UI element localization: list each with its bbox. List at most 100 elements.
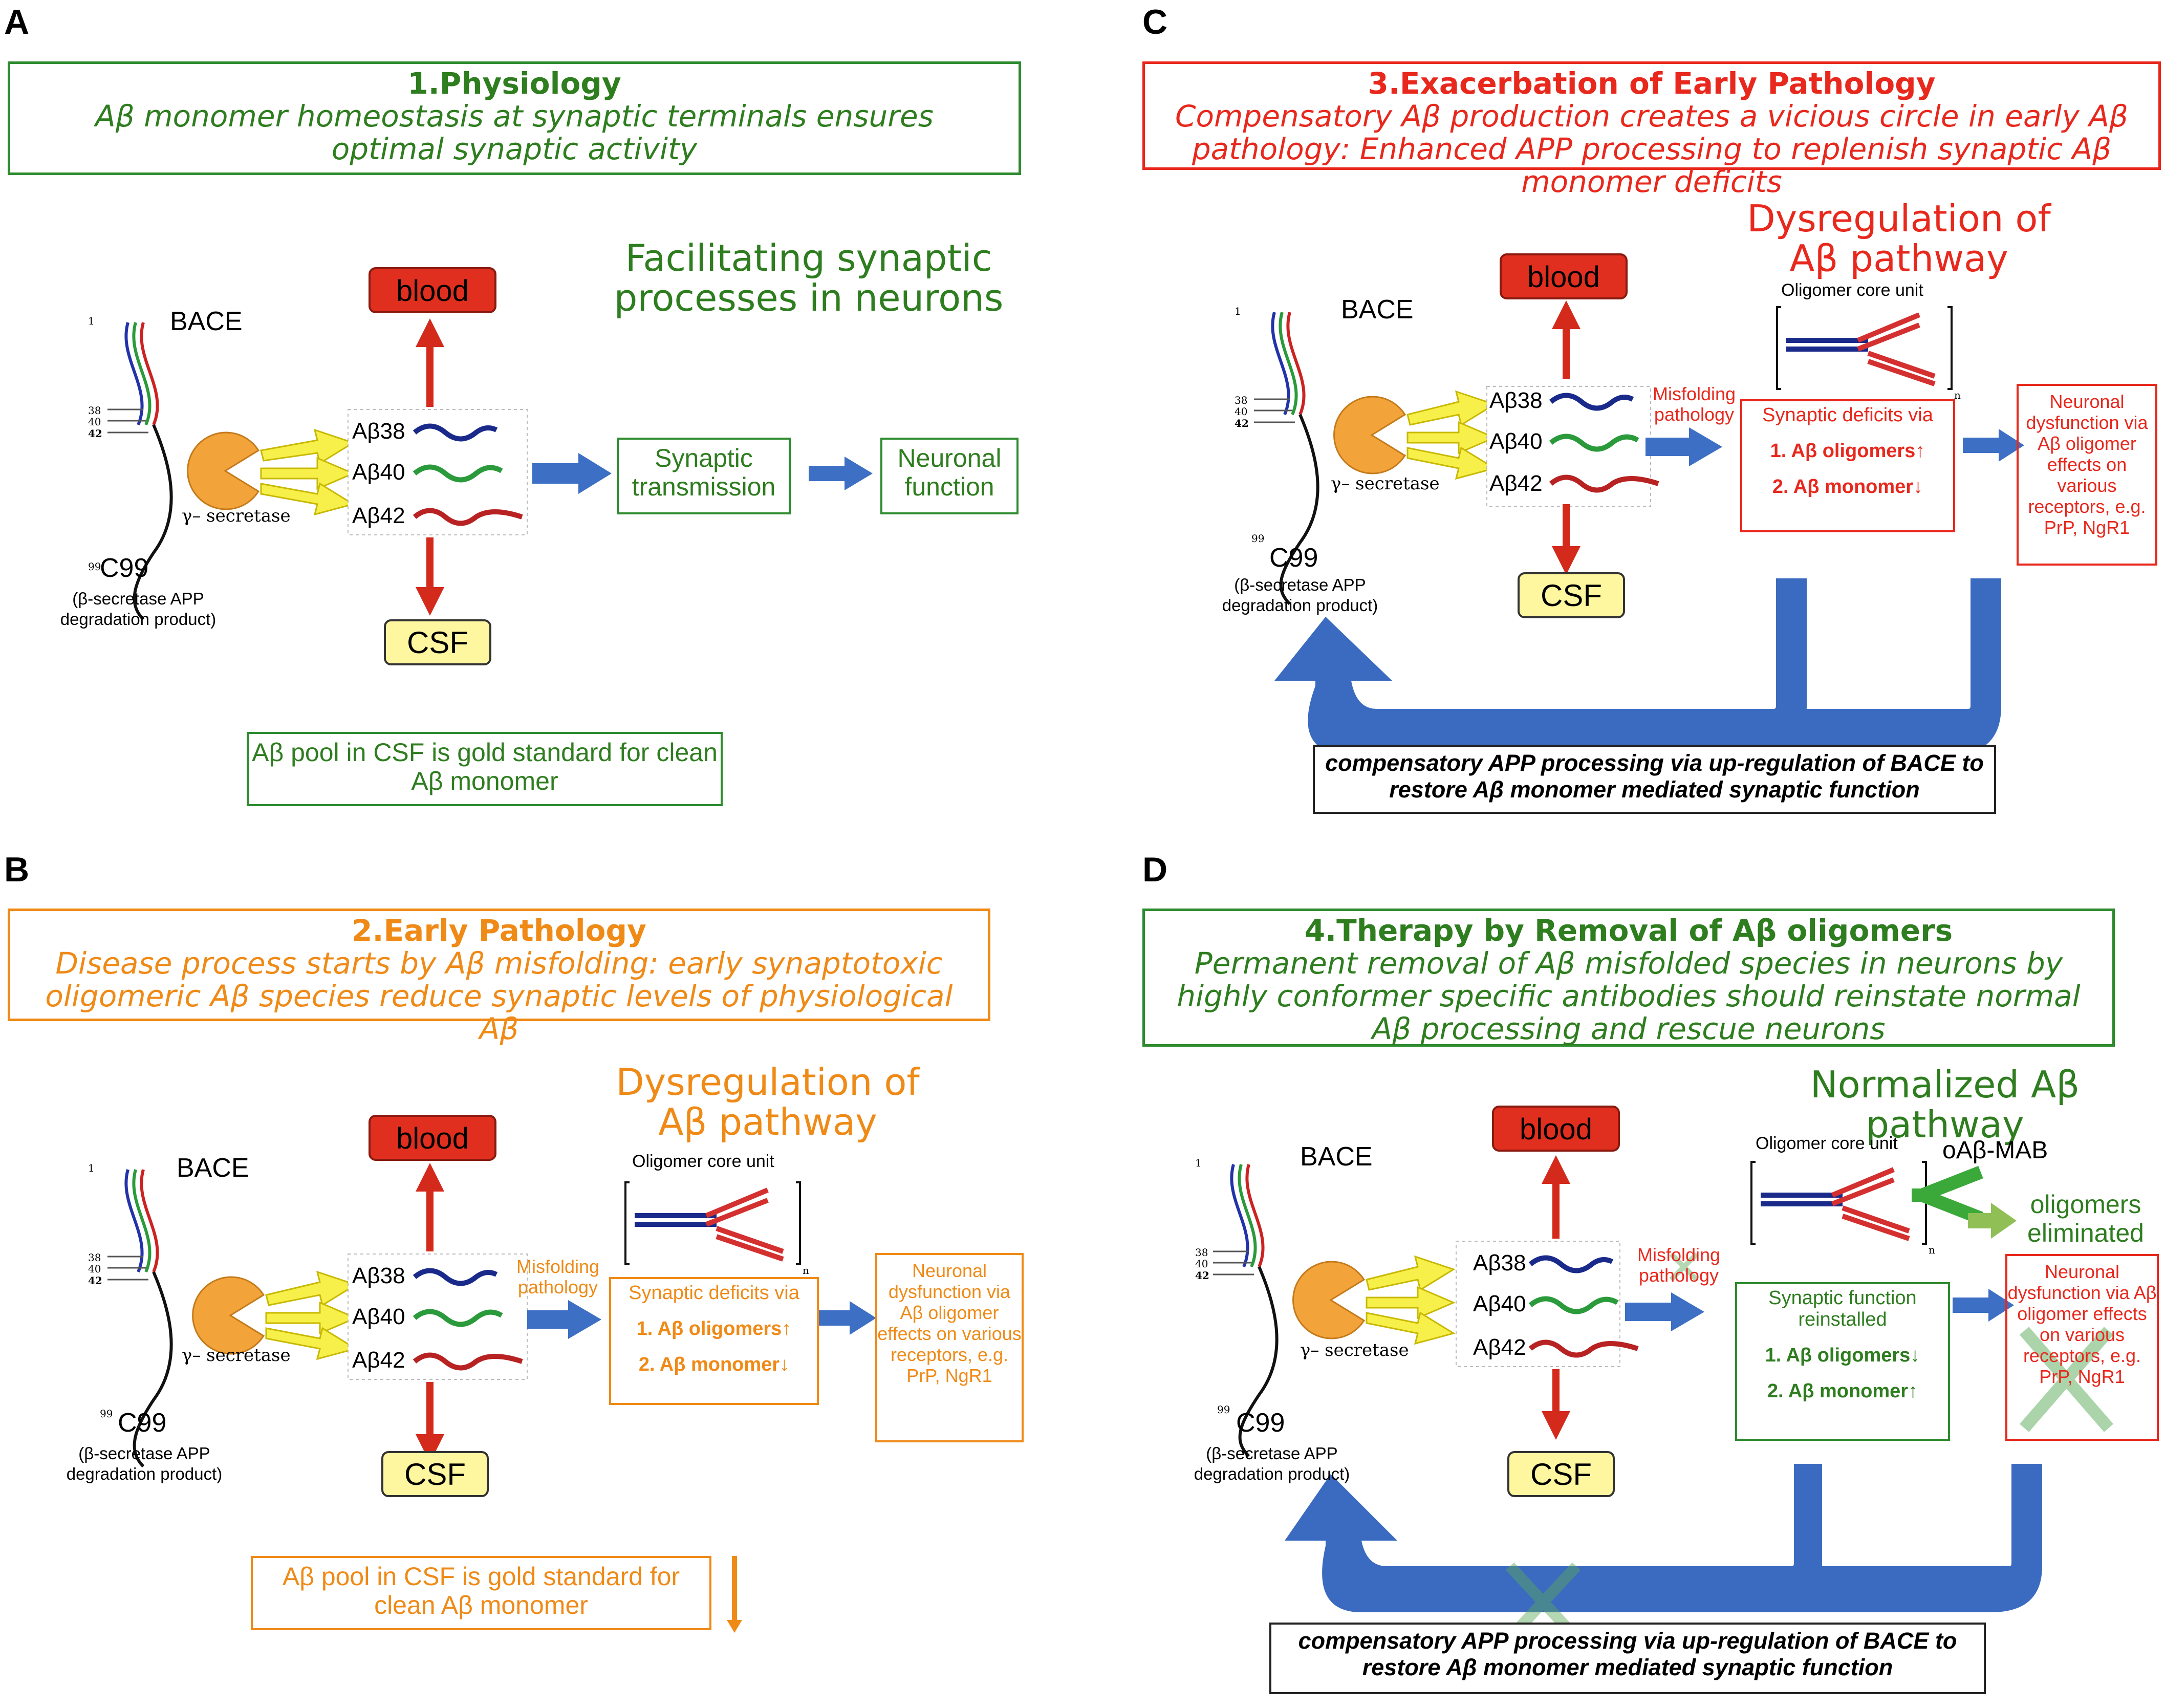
residue-label: 38	[88, 404, 101, 417]
csf-box: CSF	[384, 619, 491, 665]
compensatory-processing-box: compensatory APP processing via up-regul…	[1269, 1623, 1986, 1694]
residue-label: 42	[88, 1274, 102, 1287]
residue-label: 99	[100, 1408, 113, 1420]
panel-d-header: 4.Therapy by Removal of Aβ oligomers Per…	[1142, 909, 2115, 1047]
blue-arrow	[1646, 427, 1722, 466]
panel-d-subtitle: Permanent removal of Aβ misfolded specie…	[1177, 946, 2081, 1046]
panel-a-header: 1.Physiology Aβ monomer homeostasis at s…	[8, 61, 1021, 175]
panel-label-a: A	[4, 3, 30, 41]
oligomer-core-unit-diagram	[1750, 1161, 1927, 1245]
deficit-item: 1. Aβ oligomers↑	[1770, 440, 1925, 462]
residue-label: 1	[88, 315, 95, 327]
panel-d-big-title: Normalized Aβ pathway	[1810, 1063, 2080, 1146]
panel-a-big-title: Facilitating synaptic processes in neuro…	[614, 236, 1004, 319]
cross-mark-icon	[1669, 1252, 1699, 1282]
compensatory-processing-box: compensatory APP processing via up-regul…	[1313, 745, 1996, 814]
subscript-n-label: n	[1929, 1244, 1935, 1256]
residue-label: 38	[88, 1251, 101, 1264]
gamma-secretase-label: γ– secretase	[1300, 1340, 1409, 1360]
panel-b-big-title: Dysregulation of Aβ pathway	[616, 1061, 920, 1143]
residue-label: 99	[1217, 1403, 1230, 1416]
ab42-label: Aβ42	[352, 1348, 405, 1373]
panel-c-header: 3.Exacerbation of Early Pathology Compen…	[1142, 61, 2161, 198]
antibody-icon	[1912, 1165, 1983, 1225]
subscript-n-label: n	[1954, 389, 1961, 401]
blue-arrow	[809, 457, 873, 490]
blood-box: blood	[369, 1115, 496, 1161]
residue-label: 40	[88, 416, 101, 428]
gamma-secretase-label: γ– secretase	[182, 1345, 291, 1366]
gamma-secretase-label: γ– secretase	[182, 506, 291, 526]
deficit-item: 2. Aβ monomer↓	[1772, 476, 1923, 498]
ab40-label: Aβ40	[1489, 429, 1543, 454]
c99-description: (β-secretase APP degradation product)	[1222, 575, 1378, 615]
residue-label: 40	[88, 1263, 101, 1275]
panel-b-title: 2.Early Pathology	[352, 913, 646, 948]
function-item: 1. Aβ oligomers↓	[1765, 1345, 1920, 1366]
csf-gold-standard-box: Aβ pool in CSF is gold standard for clea…	[247, 732, 723, 806]
oligomer-core-unit-diagram	[1776, 306, 1953, 390]
residue-label: 38	[1195, 1246, 1208, 1259]
ab38-label: Aβ38	[1489, 388, 1543, 413]
panel-a-subtitle: Aβ monomer homeostasis at synaptic termi…	[95, 99, 934, 166]
ab42-label: Aβ42	[352, 503, 405, 528]
panel-c-subtitle: Compensatory Aβ production creates a vic…	[1175, 99, 2128, 199]
panel-c-big-title: Dysregulation of Aβ pathway	[1747, 197, 2051, 280]
residue-label: 40	[1195, 1258, 1208, 1270]
c99-description: (β-secretase APP degradation product)	[66, 1444, 223, 1483]
blood-box: blood	[1500, 253, 1628, 299]
c99-description: (β-secretase APP degradation product)	[1194, 1444, 1350, 1483]
deficit-item: 1. Aβ oligomers↑	[636, 1318, 792, 1339]
csf-gold-standard-box: Aβ pool in CSF is gold standard for clea…	[251, 1556, 711, 1630]
ab40-label: Aβ40	[1473, 1291, 1526, 1316]
residue-label: 1	[88, 1162, 95, 1174]
ab38-label: Aβ38	[352, 1263, 405, 1288]
gamma-secretase-pacman	[192, 1276, 265, 1355]
cleavage-arrows	[260, 428, 355, 516]
blue-arrow	[1953, 1289, 2014, 1322]
residue-label: 99	[88, 560, 101, 573]
subscript-n-label: n	[803, 1264, 809, 1277]
panel-d-title: 4.Therapy by Removal of Aβ oligomers	[1304, 913, 1953, 948]
ab40-label: Aβ40	[352, 460, 405, 485]
oligomer-core-label: Oligomer core unit	[1756, 1134, 1898, 1153]
gamma-secretase-pacman	[1333, 396, 1406, 474]
ab42-label: Aβ42	[1473, 1335, 1526, 1360]
oligomer-core-label: Oligomer core unit	[632, 1152, 774, 1171]
panel-a-title: 1.Physiology	[407, 66, 621, 101]
ab42-wave	[413, 508, 523, 526]
c99-label: C99	[1236, 1408, 1285, 1438]
residue-label: 99	[1251, 532, 1265, 545]
misfolding-label: Misfolding pathology	[516, 1256, 600, 1298]
bace-label: BACE	[1300, 1142, 1373, 1172]
blood-box: blood	[1492, 1106, 1620, 1152]
app-chain	[107, 322, 173, 621]
c99-label: C99	[1269, 543, 1318, 573]
panel-label-c: C	[1142, 3, 1168, 41]
oligomer-core-label: Oligomer core unit	[1781, 280, 1923, 300]
blue-arrow	[532, 453, 612, 494]
panel-a-graphics	[107, 318, 873, 621]
residue-label: 38	[1235, 394, 1248, 406]
function-item: 2. Aβ monomer↑	[1767, 1380, 1918, 1402]
blue-arrow	[819, 1301, 876, 1335]
panel-b-graphics	[107, 1163, 876, 1633]
residue-label: 40	[1235, 405, 1248, 418]
gamma-secretase-label: γ– secretase	[1331, 473, 1440, 494]
neuronal-dysfunction-box: Neuronal dysfunction via Aβ oligomer eff…	[2005, 1254, 2159, 1441]
feedback-arrow	[1274, 578, 1807, 755]
antibody-label: oAβ-MAB	[1942, 1137, 2048, 1164]
neuronal-dysfunction-box: Neuronal dysfunction via Aβ oligomer eff…	[2017, 384, 2157, 566]
panel-label-b: B	[4, 850, 30, 889]
residue-label: 1	[1195, 1157, 1202, 1169]
gamma-secretase-pacman	[187, 431, 260, 510]
ab38-wave	[413, 423, 498, 442]
neuronal-dysfunction-box: Neuronal dysfunction via Aβ oligomer eff…	[875, 1253, 1024, 1442]
c99-description: (β-secretase APP degradation product)	[60, 589, 216, 629]
misfolding-label: Misfolding pathology	[1652, 383, 1736, 425]
csf-box: CSF	[1518, 572, 1625, 618]
panel-b-header: 2.Early Pathology Disease process starts…	[8, 909, 990, 1045]
c99-label: C99	[118, 1408, 167, 1438]
panel-d-graphics	[1213, 1155, 2114, 1642]
